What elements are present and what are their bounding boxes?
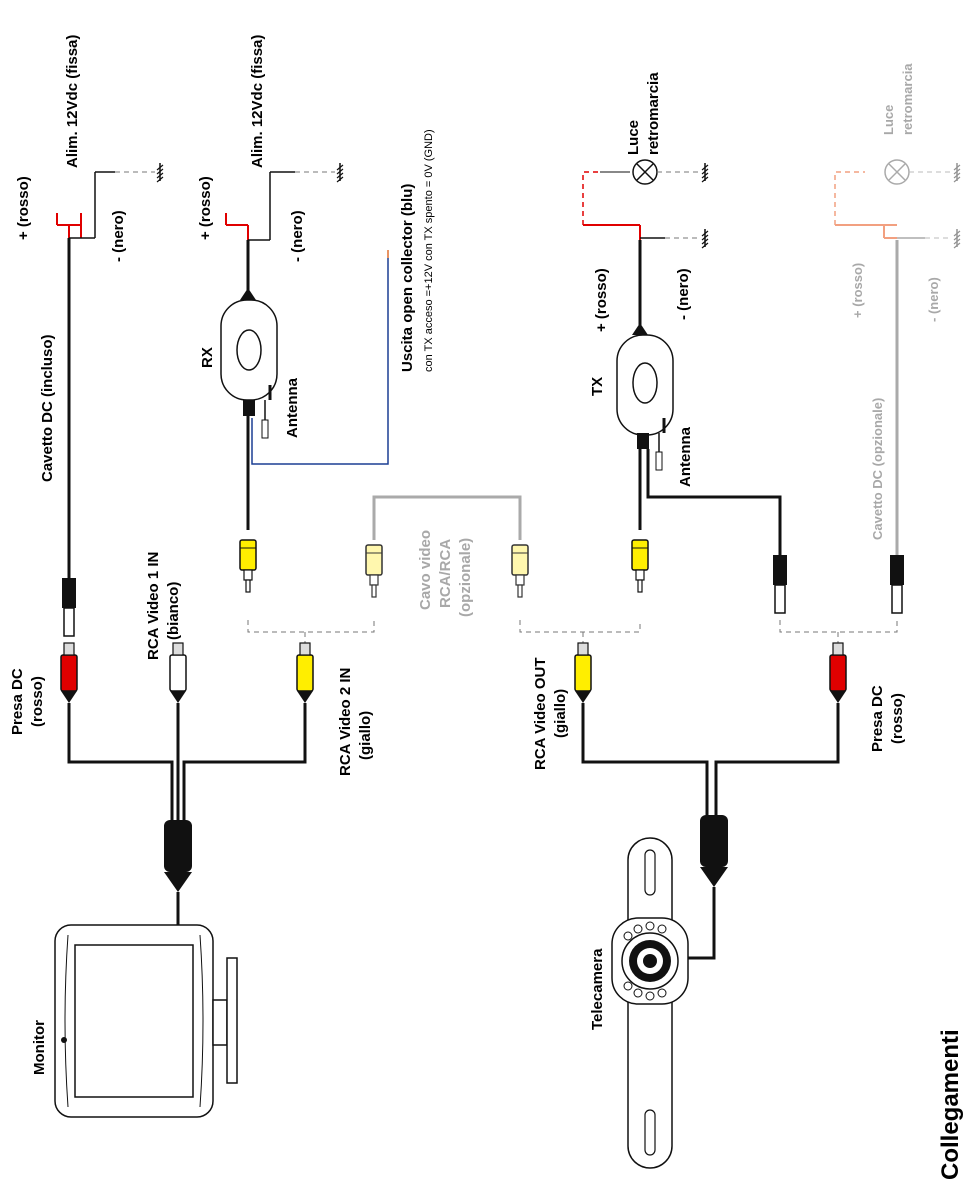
uscita-open-collector-label: Uscita open collector (blu): [399, 184, 416, 372]
monitor-harness: [60, 642, 314, 925]
rca-video1-in-line1: RCA Video 1 IN: [145, 552, 162, 660]
rca-video-out-line1: RCA Video OUT: [532, 657, 549, 770]
presa-dc-camera-line1: Presa DC: [869, 685, 886, 752]
rca-video1-in-line2: (bianco): [165, 582, 182, 640]
luce-retromarcia-grey-line1: Luce: [881, 105, 896, 135]
tx-label: TX: [589, 377, 606, 396]
plus-rosso-label-2: + (rosso): [197, 176, 214, 240]
alim-12v-label-2: Alim. 12Vdc (fissa): [249, 35, 266, 168]
monitor-label: Monitor: [31, 1020, 48, 1075]
camera-icon: [611, 837, 689, 1169]
cavo-video-line2: RCA/RCA: [437, 539, 454, 608]
lamp-icon: [632, 159, 709, 185]
uscita-note: con TX acceso =+12V con TX spento = 0V (…: [423, 129, 435, 372]
alim-12v-label-1: Alim. 12Vdc (fissa): [64, 35, 81, 168]
plus-rosso-label-4: + (rosso): [850, 263, 865, 318]
cavetto-dc-opzionale-label: Cavetto DC (opzionale): [870, 398, 885, 540]
tx-module: [582, 171, 787, 614]
presa-dc-monitor-line2: (rosso): [29, 676, 46, 727]
rca-video2-in-line2: (giallo): [357, 711, 374, 760]
cavo-video-opzionale: [365, 495, 529, 598]
cavetto-dc-incluso-label: Cavetto DC (incluso): [39, 334, 56, 482]
minus-nero-label-2: - (nero): [289, 210, 306, 262]
cavetto-dc-incluso: [56, 162, 164, 637]
page-title: Collegamenti: [937, 1029, 964, 1180]
luce-retromarcia-grey-line2: retromarcia: [900, 63, 915, 135]
rca-video2-in-line1: RCA Video 2 IN: [337, 668, 354, 776]
cavo-video-line3: (opzionale): [457, 538, 474, 617]
minus-nero-label-4: - (nero): [926, 277, 941, 322]
luce-retromarcia-line2: retromarcia: [645, 72, 662, 155]
presa-dc-monitor-line1: Presa DC: [9, 668, 26, 735]
minus-nero-label-1: - (nero): [110, 210, 127, 262]
cavetto-dc-opzionale: [834, 159, 961, 614]
telecamera-label: Telecamera: [589, 948, 606, 1030]
rx-label: RX: [199, 347, 216, 368]
antenna-label-rx: Antenna: [284, 377, 301, 438]
antenna-label-tx: Antenna: [677, 426, 694, 487]
rx-module: [220, 162, 389, 593]
cavo-video-line1: Cavo video: [417, 530, 434, 610]
monitor-icon: [54, 924, 238, 1118]
presa-dc-camera-line2: (rosso): [889, 693, 906, 744]
plus-rosso-label-3: + (rosso): [593, 268, 610, 332]
luce-retromarcia-line1: Luce: [625, 120, 642, 155]
plus-rosso-label-1: + (rosso): [15, 176, 32, 240]
connection-brackets: [247, 620, 898, 645]
minus-nero-label-3: - (nero): [675, 268, 692, 320]
rca-video-out-line2: (giallo): [552, 689, 569, 738]
camera-harness: [574, 642, 847, 960]
